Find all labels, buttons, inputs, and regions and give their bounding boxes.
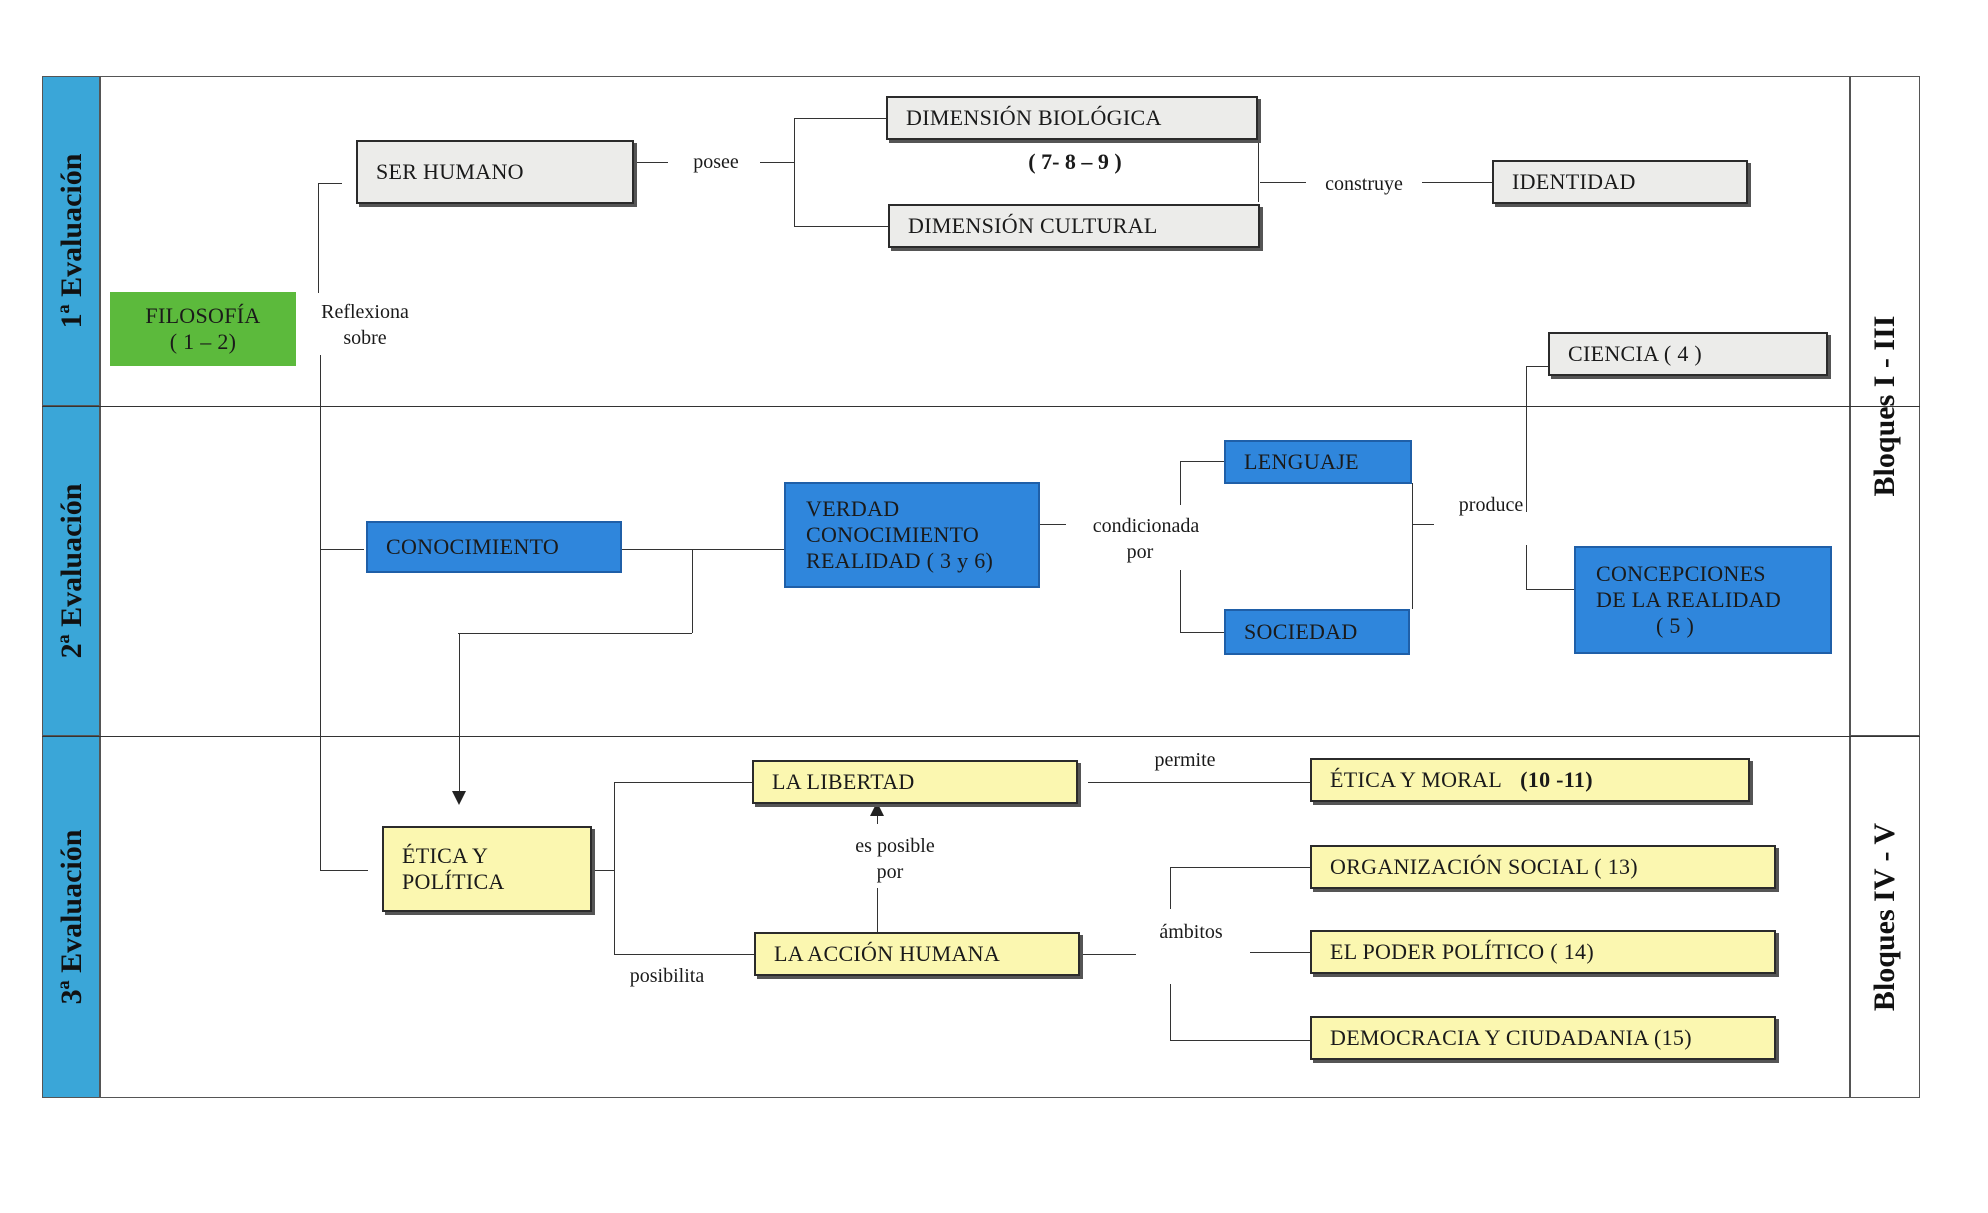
row-divider-1 bbox=[42, 406, 1920, 407]
concepciones-line-2: DE LA REALIDAD bbox=[1596, 587, 1782, 612]
evaluacion-2-label: 2ª Evaluación bbox=[55, 483, 88, 659]
label-sobre: sobre bbox=[343, 327, 387, 349]
node-dimension-biologica: DIMENSIÓN BIOLÓGICA bbox=[886, 96, 1258, 140]
arrow-to-etica bbox=[452, 791, 466, 805]
verdad-line-1: VERDAD bbox=[806, 496, 900, 521]
construye-out bbox=[1422, 182, 1492, 183]
band-evaluacion-2 bbox=[42, 406, 100, 736]
lenguaje-sociedad-bracket bbox=[1180, 461, 1181, 505]
node-identidad: IDENTIDAD bbox=[1492, 160, 1748, 204]
bloques-2-label: Bloques IV - V bbox=[1868, 822, 1901, 1012]
conocimiento-to-verdad bbox=[622, 549, 784, 550]
construye-in bbox=[1260, 182, 1306, 183]
ambitos-bracket-bottom bbox=[1170, 984, 1171, 1040]
dim-bracket bbox=[794, 118, 795, 226]
es-posible-up bbox=[877, 812, 878, 824]
label-es-posible: es posible bbox=[855, 835, 935, 857]
label-por: por bbox=[1126, 541, 1154, 563]
label-reflexiona: Reflexiona bbox=[321, 301, 409, 323]
right-bracket bbox=[1412, 483, 1413, 609]
evaluacion-3-label: 3ª Evaluación bbox=[55, 829, 88, 1005]
node-etica-moral: ÉTICA Y MORAL (10 -11) bbox=[1310, 758, 1750, 802]
ambitos-to-poder bbox=[1250, 952, 1310, 953]
row-divider-2 bbox=[42, 736, 1920, 737]
dim-bracket-top bbox=[794, 118, 886, 119]
produce-down bbox=[1526, 545, 1527, 589]
node-libertad: LA LIBERTAD bbox=[752, 760, 1078, 804]
node-sociedad: SOCIEDAD bbox=[1224, 609, 1410, 655]
dim-bracket-bottom bbox=[794, 226, 888, 227]
bracket-to-accion bbox=[614, 954, 754, 955]
node-ciencia: CIENCIA ( 4 ) bbox=[1548, 332, 1828, 376]
accion-up bbox=[877, 888, 878, 932]
produce-in bbox=[1412, 524, 1434, 525]
produce-to-concepciones bbox=[1526, 589, 1574, 590]
label-construye: construye bbox=[1325, 173, 1403, 195]
main-frame bbox=[100, 76, 1850, 1098]
trunk-upper bbox=[318, 183, 319, 293]
node-lenguaje: LENGUAJE bbox=[1224, 440, 1412, 484]
trunk-lower bbox=[320, 355, 321, 871]
lenguaje-bracket-top bbox=[1180, 461, 1224, 462]
ambitos-to-democracia bbox=[1170, 1040, 1310, 1041]
libertad-to-etica-moral bbox=[1088, 782, 1310, 783]
dim-right-link bbox=[1258, 140, 1259, 202]
posee-out bbox=[760, 162, 794, 163]
etica-out bbox=[594, 870, 614, 871]
node-concepciones: CONCEPCIONES DE LA REALIDAD ( 5 ) bbox=[1574, 546, 1832, 654]
ser-humano-out bbox=[634, 162, 668, 163]
concepciones-line-1: CONCEPCIONES bbox=[1596, 561, 1766, 586]
node-poder-politico: EL PODER POLÍTICO ( 14) bbox=[1310, 930, 1776, 974]
trunk-to-conocimiento bbox=[320, 549, 364, 550]
sociedad-bracket bbox=[1180, 570, 1181, 632]
arrow-to-libertad bbox=[870, 802, 884, 816]
node-filosofia: FILOSOFÍA ( 1 – 2) bbox=[110, 292, 296, 366]
etica-moral-title: ÉTICA Y MORAL bbox=[1330, 767, 1503, 792]
etica-line-2: POLÍTICA bbox=[402, 869, 505, 894]
node-accion-humana: LA ACCIÓN HUMANA bbox=[754, 932, 1080, 976]
bloques-1-label: Bloques I - III bbox=[1868, 315, 1901, 497]
bracket-to-libertad bbox=[614, 782, 752, 783]
label-permite: permite bbox=[1154, 749, 1216, 771]
label-es-posible-por: por bbox=[876, 861, 904, 883]
verdad-out bbox=[1040, 524, 1066, 525]
label-produce: produce bbox=[1458, 494, 1524, 516]
ambitos-bracket-top bbox=[1170, 867, 1171, 909]
band-bloques-2 bbox=[1850, 736, 1920, 1098]
dimension-numbers: ( 7- 8 – 9 ) bbox=[1028, 149, 1122, 174]
accion-out bbox=[1080, 954, 1136, 955]
etica-moral-num: (10 -11) bbox=[1520, 767, 1593, 792]
node-ser-humano: SER HUMANO bbox=[356, 140, 634, 204]
produce-to-ciencia bbox=[1526, 366, 1548, 367]
filosofia-title: FILOSOFÍA bbox=[145, 303, 261, 328]
drop-horizontal bbox=[458, 633, 692, 634]
node-democracia: DEMOCRACIA Y CIUDADANIA (15) bbox=[1310, 1016, 1776, 1060]
verdad-line-2: CONOCIMIENTO bbox=[806, 522, 980, 547]
conocimiento-drop bbox=[692, 549, 693, 633]
node-verdad: VERDAD CONOCIMIENTO REALIDAD ( 3 y 6) bbox=[784, 482, 1040, 588]
band-evaluacion-3 bbox=[42, 736, 100, 1098]
filosofia-num: ( 1 – 2) bbox=[169, 329, 237, 354]
sociedad-bracket-bottom bbox=[1180, 632, 1224, 633]
concepciones-line-3: ( 5 ) bbox=[1656, 613, 1695, 638]
trunk-to-ser-humano bbox=[318, 183, 342, 184]
label-posibilita: posibilita bbox=[629, 965, 705, 987]
etica-bracket bbox=[614, 782, 615, 954]
produce-up bbox=[1526, 366, 1527, 512]
verdad-line-3: REALIDAD ( 3 y 6) bbox=[806, 548, 994, 573]
ambitos-to-organizacion bbox=[1170, 867, 1310, 868]
trunk-to-etica bbox=[320, 870, 368, 871]
label-condicionada: condicionada bbox=[1092, 515, 1200, 537]
node-dimension-cultural: DIMENSIÓN CULTURAL bbox=[888, 204, 1260, 248]
node-organizacion-social: ORGANIZACIÓN SOCIAL ( 13) bbox=[1310, 845, 1776, 889]
label-posee: posee bbox=[693, 151, 739, 173]
node-etica-politica: ÉTICA Y POLÍTICA bbox=[382, 826, 592, 912]
drop-to-etica bbox=[459, 633, 460, 793]
label-ambitos: ámbitos bbox=[1159, 921, 1223, 943]
etica-line-1: ÉTICA Y bbox=[402, 843, 489, 868]
evaluacion-1-label: 1ª Evaluación bbox=[55, 153, 88, 329]
node-conocimiento: CONOCIMIENTO bbox=[366, 521, 622, 573]
band-evaluacion-1 bbox=[42, 76, 100, 406]
